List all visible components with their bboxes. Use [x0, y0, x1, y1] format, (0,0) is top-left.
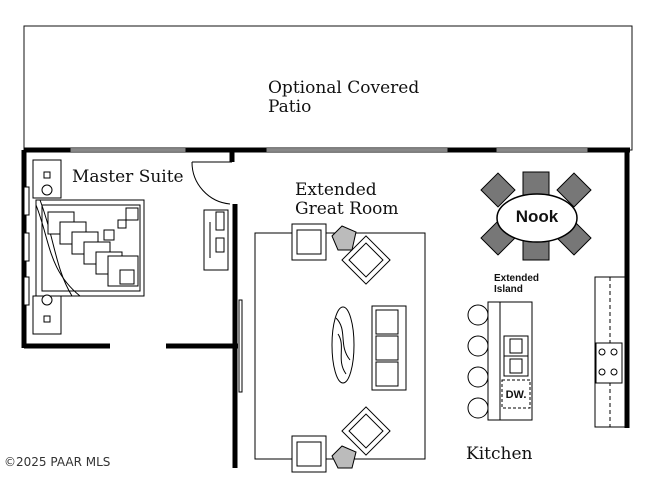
armchairs	[291, 223, 391, 473]
nightstands	[32, 159, 62, 335]
nook-table	[496, 193, 578, 243]
hall-window	[238, 299, 243, 393]
coffee-table	[331, 306, 355, 384]
master-suite-door	[191, 161, 232, 205]
copyright-text: ©2025 PAAR MLS	[4, 455, 111, 469]
dishwasher-label: DW.	[505, 389, 527, 401]
nook-label: Nook	[515, 207, 559, 226]
patio-label: Optional Covered Patio	[268, 78, 420, 117]
side-tables	[331, 225, 357, 469]
dresser	[203, 209, 229, 271]
kitchen-counter	[594, 276, 626, 428]
interior-walls	[24, 150, 238, 468]
patio-doors	[69, 147, 589, 153]
extended-island	[487, 301, 533, 421]
patio-outline	[23, 25, 633, 151]
bed	[35, 199, 145, 297]
master-windows	[23, 186, 30, 306]
sofa	[371, 305, 407, 391]
master-suite-label: Master Suite	[72, 167, 184, 187]
kitchen-label: Kitchen	[466, 444, 533, 464]
bar-stools	[467, 304, 489, 419]
extended-island-label: Extended Island	[494, 273, 540, 295]
great-room-label: Extended Great Room	[295, 180, 399, 219]
